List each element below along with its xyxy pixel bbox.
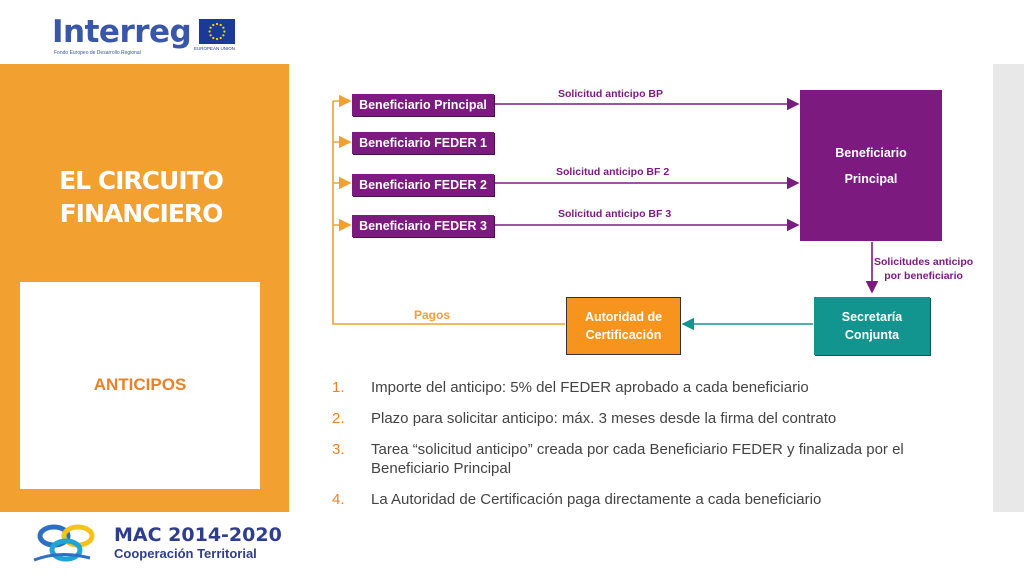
interreg-logo: Interreg Fondo Europeo de Desarrollo Reg… <box>52 14 242 58</box>
box-beneficiario-feder-1: Beneficiario FEDER 1 <box>352 132 494 154</box>
logo-text: Interreg <box>52 14 192 50</box>
pagos-line <box>332 101 565 325</box>
flow-diagram: Beneficiario Principal Beneficiario FEDE… <box>300 80 990 370</box>
topic-label: ANTICIPOS <box>93 375 187 394</box>
section-title-line2: FINANCIERO <box>59 199 224 228</box>
eu-flag-icon <box>199 19 235 44</box>
label-pagos: Pagos <box>414 308 451 322</box>
step-text: Importe del anticipo: 5% del FEDER aprob… <box>371 379 809 396</box>
secretaria-line2: Conjunta <box>844 328 900 342</box>
diagram-connectors <box>332 94 879 331</box>
section-title-line1: EL CIRCUITO <box>59 166 224 195</box>
label-solicitudes-line2: por beneficiario <box>884 270 963 282</box>
step-number: 1. <box>332 379 345 396</box>
list-item: 1. Importe del anticipo: 5% del FEDER apr… <box>332 378 972 397</box>
steps-list: 1. Importe del anticipo: 5% del FEDER apr… <box>332 378 972 521</box>
mac-logo: MAC 2014-2020 Cooperación Territorial <box>30 520 282 566</box>
label-solicitudes-line1: Solicitudes anticipo <box>874 256 974 268</box>
secretaria-line1: Secretaría <box>841 310 903 324</box>
box-beneficiario-feder-3: Beneficiario FEDER 3 <box>352 215 494 237</box>
label-solicitudes-por-beneficiario: Solicitudes anticipo por beneficiario <box>874 255 973 283</box>
left-panel: EL CIRCUITO FINANCIERO ANTICIPOS <box>0 64 289 512</box>
right-strip <box>993 64 1024 512</box>
step-number: 4. <box>332 491 345 508</box>
label-sol-bp: Solicitud anticipo BP <box>558 88 664 100</box>
label-sol-bf2: Solicitud anticipo BF 2 <box>556 166 670 178</box>
eu-label: EUROPEAN UNION <box>194 46 236 51</box>
box-principal: Beneficiario Principal <box>800 90 942 241</box>
mac-rings-icon <box>33 524 95 562</box>
list-item: 2. Plazo para solicitar anticipo: máx. 3 … <box>332 409 972 428</box>
mac-subtitle: Cooperación Territorial <box>114 546 257 561</box>
label-sol-bf3: Solicitud anticipo BF 3 <box>558 208 672 220</box>
box-beneficiario-feder-2: Beneficiario FEDER 2 <box>352 174 494 196</box>
step-text: Tarea “solicitud anticipo” creada por ca… <box>371 441 904 477</box>
autoridad-line2: Certificación <box>585 328 662 342</box>
principal-line1: Beneficiario <box>835 145 907 160</box>
box-secretaria-conjunta: Secretaría Conjunta <box>814 297 930 355</box>
box-beneficiario-principal: Beneficiario Principal <box>352 94 494 116</box>
logo-subtitle: Fondo Europeo de Desarrollo Regional <box>54 50 141 56</box>
topic-card: ANTICIPOS <box>20 282 260 489</box>
step-text: Plazo para solicitar anticipo: máx. 3 me… <box>371 410 837 427</box>
section-title: EL CIRCUITO FINANCIERO <box>0 164 282 230</box>
step-number: 2. <box>332 410 345 427</box>
autoridad-line1: Autoridad de <box>584 310 663 324</box>
list-item: 3. Tarea “solicitud anticipo” creada por … <box>332 440 972 478</box>
step-number: 3. <box>332 441 345 458</box>
principal-line2: Principal <box>844 171 898 186</box>
list-item: 4. La Autoridad de Certificación paga dir… <box>332 490 972 509</box>
mac-title: MAC 2014-2020 <box>114 524 282 546</box>
box-autoridad-certificacion: Autoridad de Certificación <box>566 297 681 355</box>
step-text: La Autoridad de Certificación paga direc… <box>371 491 822 508</box>
